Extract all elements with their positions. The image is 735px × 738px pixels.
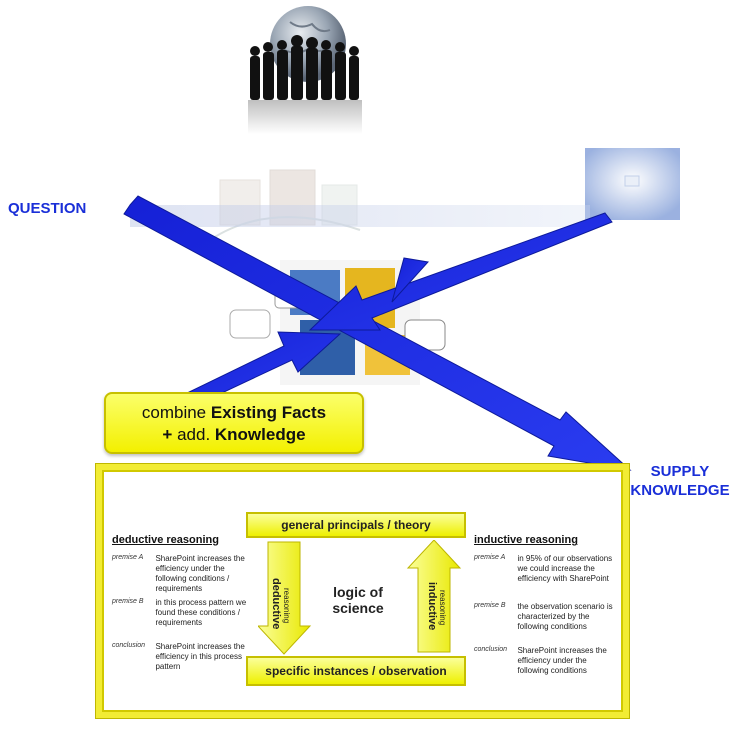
callout-text-plus: + [162, 425, 178, 444]
inductive-row-key: premise A [474, 554, 506, 561]
inductive-heading: inductive reasoning [474, 534, 578, 546]
supply-label-line2: KNOWLEDGE [630, 482, 730, 499]
inductive-arrow-sublabel: reasoning [438, 589, 447, 626]
people-silhouettes-icon [250, 35, 359, 100]
deductive-row: conclusion SharePoint increases the effi… [112, 642, 252, 682]
reasoning-arrows [258, 540, 462, 655]
inductive-row-key: premise B [474, 602, 506, 609]
deductive-arrow-label: deductive [270, 574, 282, 634]
question-label: QUESTION [8, 200, 87, 217]
deductive-row-text: SharePoint increases the efficiency in t… [155, 642, 245, 671]
deductive-row: premise A SharePoint increases the effic… [112, 554, 252, 598]
inductive-row-key: conclusion [474, 646, 508, 653]
logic-of-science-label: logic of science [310, 584, 406, 616]
logic-label-line2: science [332, 600, 384, 616]
supply-knowledge-label: SUPPLY KNOWLEDGE [630, 462, 730, 500]
inductive-arrow-label: inductive [426, 581, 438, 631]
inductive-row: conclusion SharePoint increases the effi… [474, 646, 614, 690]
deductive-label-main: deductive [270, 578, 282, 630]
image-to-center-arrow [308, 212, 613, 331]
deductive-heading: deductive reasoning [112, 534, 219, 546]
callout-line1: combine Existing Facts [106, 402, 362, 424]
inductive-row: premise A in 95% of our observations we … [474, 554, 614, 602]
inductive-row-text: SharePoint increases the efficiency unde… [517, 646, 607, 675]
inductive-up-arrow [406, 540, 462, 653]
callout-text-knowledge: Knowledge [214, 425, 306, 444]
general-principals-box: general principals / theory [246, 512, 466, 538]
deductive-row-text: SharePoint increases the efficiency unde… [155, 554, 245, 593]
faded-technology-image [585, 148, 680, 220]
deductive-row: premise B in this process pattern we fou… [112, 598, 252, 642]
specific-instances-box: specific instances / observation [246, 656, 466, 686]
deductive-rows: premise A SharePoint increases the effic… [112, 554, 252, 682]
inductive-rows: premise A in 95% of our observations we … [474, 554, 614, 690]
small-center-arrowhead [391, 257, 429, 303]
deductive-row-key: premise A [112, 554, 144, 561]
question-to-supply-arrow [123, 195, 632, 471]
deductive-arrow-sublabel: reasoning [282, 587, 291, 624]
callout-text-combine: combine [141, 403, 211, 422]
inductive-row-text: the observation scenario is characterize… [517, 602, 613, 631]
callout-line2: + add. Knowledge [106, 424, 362, 446]
deductive-row-key: premise B [112, 598, 144, 605]
logic-label-line1: logic of [333, 584, 383, 600]
deductive-row-key: conclusion [112, 642, 146, 649]
deductive-row-text: in this process pattern we found these c… [155, 598, 247, 627]
people-globe-illustration [248, 6, 362, 134]
combine-knowledge-callout: combine Existing Facts + add. Knowledge [104, 392, 364, 454]
callout-text-add: add. [177, 425, 215, 444]
inductive-row-text: in 95% of our observations we could incr… [517, 554, 613, 583]
deductive-down-arrow [258, 541, 312, 655]
callout-text-existing-facts: Existing Facts [210, 403, 327, 422]
faded-connector-bar [130, 205, 590, 227]
supply-label-line1: SUPPLY [650, 463, 710, 480]
inductive-row: premise B the observation scenario is ch… [474, 602, 614, 646]
